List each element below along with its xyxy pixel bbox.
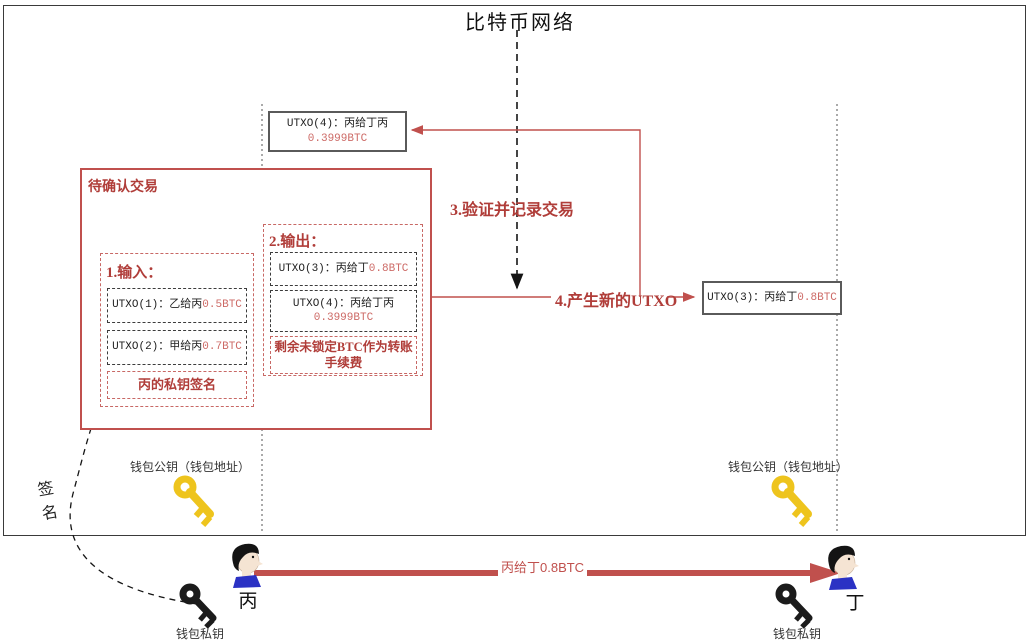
step4-label: 4.产生新的UTXO (555, 293, 678, 310)
utxo1-value: 0.5BTC (202, 299, 242, 312)
page-title: 比特币网络 (465, 12, 575, 34)
utxo1-label: UTXO(1)：乙给丙 (112, 299, 203, 312)
pending-transaction-title: 待确认交易 (88, 180, 158, 195)
utxo4-network-value: 0.3999BTC (307, 132, 368, 145)
sender-private-key-label: 钱包私钥 (175, 627, 224, 641)
fee-note-box: 剩余未锁定BTC作为转账手续费 (270, 336, 417, 374)
utxo3-network-box: UTXO(3)：丙给丁0.8BTC (702, 281, 842, 315)
utxo3-label: UTXO(3)：丙给丁 (278, 262, 369, 275)
sender-name: 丙 (238, 591, 258, 612)
input-heading: 1.输入： (106, 265, 163, 281)
person-icon (232, 543, 263, 588)
private-key-signature-box: 丙的私钥签名 (107, 371, 247, 399)
receiver-private-key-label: 钱包私钥 (772, 627, 821, 641)
yellow-key-icon (173, 475, 214, 527)
sender-public-key-label: 钱包公钥（钱包地址） (129, 460, 250, 474)
utxo1-input-box: UTXO(1)：乙给丙0.5BTC (107, 288, 247, 323)
receiver-name: 丁 (845, 593, 865, 614)
utxo2-text: UTXO(2)：甲给丙0.7BTC (108, 340, 246, 354)
output-heading: 2.输出： (269, 234, 326, 250)
utxo2-input-box: UTXO(2)：甲给丙0.7BTC (107, 330, 247, 365)
utxo2-value: 0.7BTC (202, 341, 242, 354)
black-key-icon (775, 583, 813, 629)
yellow-key-icon (771, 475, 812, 527)
utxo3-output-box: UTXO(3)：丙给丁0.8BTC (270, 252, 417, 286)
utxo1-text: UTXO(1)：乙给丙0.5BTC (108, 298, 246, 312)
person-icon (828, 545, 859, 590)
utxo2-label: UTXO(2)：甲给丙 (112, 341, 203, 354)
utxo4-network-label: UTXO(4)：丙给丁丙 (286, 117, 389, 130)
step3-label: 3.验证并记录交易 (450, 202, 575, 219)
utxo4-output-label: UTXO(4)：丙给丁丙 (292, 297, 395, 310)
utxo3-text: UTXO(3)：丙给丁0.8BTC (271, 262, 416, 276)
utxo4-output-box: UTXO(4)：丙给丁丙 0.3999BTC (270, 290, 417, 332)
receiver-public-key-label: 钱包公钥（钱包地址） (727, 460, 848, 474)
utxo4-network-box: UTXO(4)：丙给丁丙 0.3999BTC (268, 111, 407, 152)
transfer-arrow-label: 丙给丁0.8BTC (498, 557, 588, 576)
black-key-icon (179, 583, 217, 629)
utxo4-output-value: 0.3999BTC (313, 312, 374, 324)
utxo3-network-label: UTXO(3)：丙给丁 (707, 291, 798, 304)
utxo3-network-text: UTXO(3)：丙给丁0.8BTC (704, 291, 840, 306)
utxo3-value: 0.8BTC (368, 262, 409, 275)
utxo3-network-value: 0.8BTC (797, 291, 837, 304)
